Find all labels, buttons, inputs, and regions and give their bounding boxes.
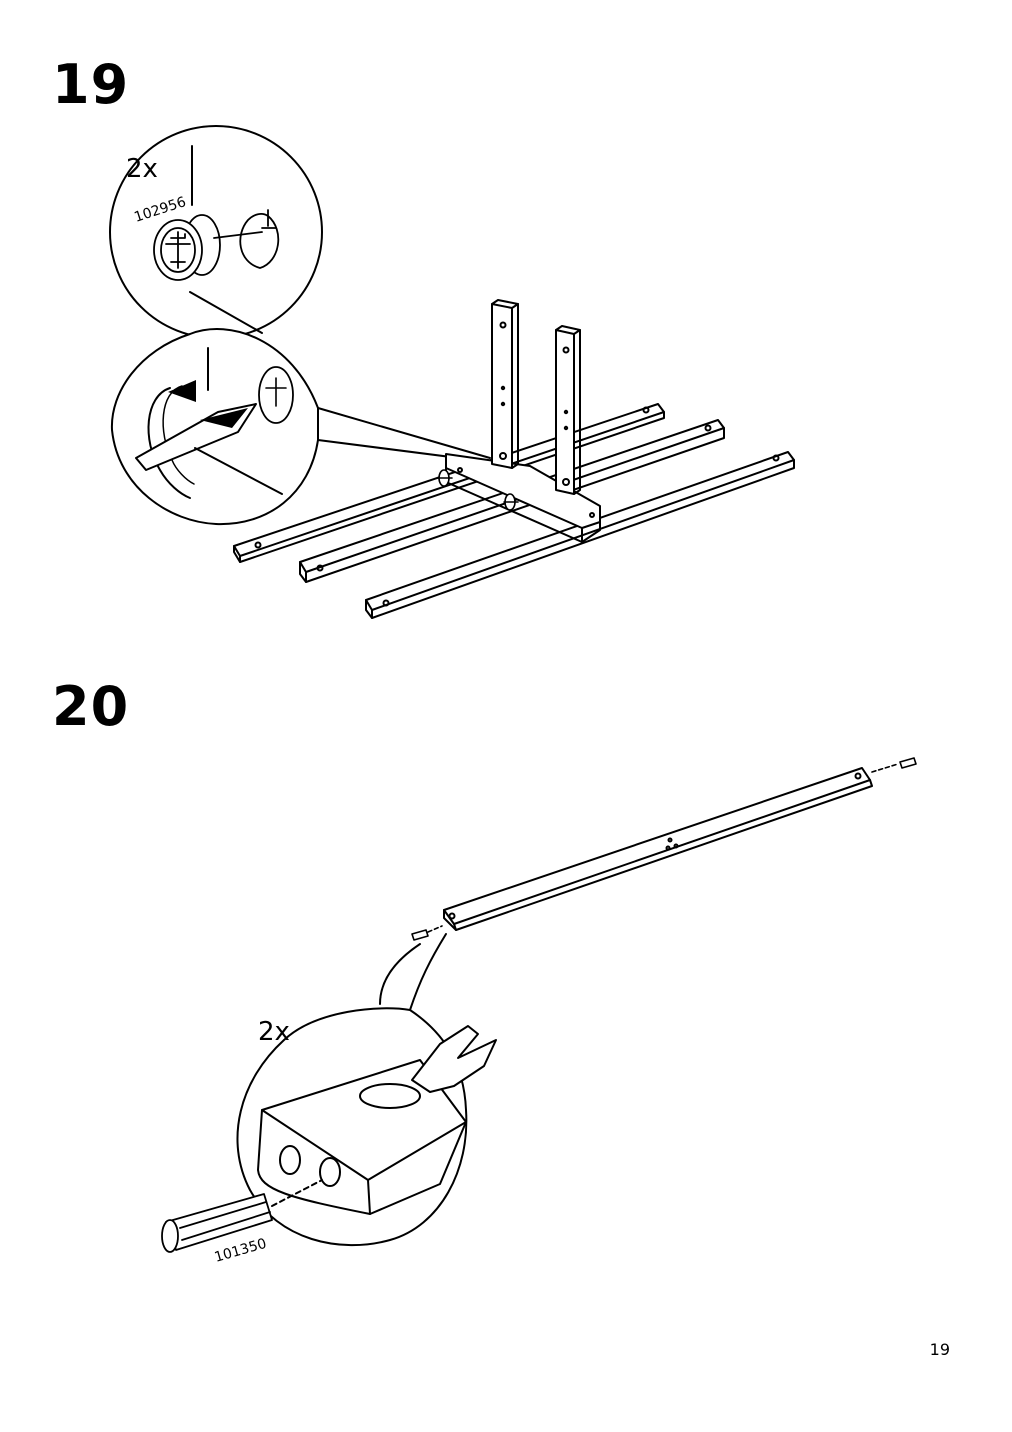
cam-hole-icon <box>213 209 280 269</box>
step-19-number: 19 <box>52 53 130 116</box>
dowel-detail-icon <box>161 1193 273 1253</box>
single-rail <box>443 767 873 931</box>
dowel-icons <box>411 757 917 941</box>
finger-icon <box>411 1025 497 1093</box>
frame-cam-fittings <box>437 469 519 511</box>
step-19-illustration: 2x 102956 <box>109 125 795 619</box>
step-20-part-number: 101350 <box>213 1236 269 1266</box>
screwdriver-icon <box>135 403 257 471</box>
vertical-posts <box>491 299 581 495</box>
page-number: 19 <box>929 1340 950 1359</box>
step-20-quantity: 2x <box>258 1017 290 1047</box>
cam-lock-icon <box>153 214 221 281</box>
step-20-illustration: 2x 101350 <box>161 757 917 1266</box>
dowel-detail-circle: 2x 101350 <box>161 933 497 1266</box>
tighten-detail-circle <box>110 328 491 526</box>
step-20-number: 20 <box>52 675 130 738</box>
step-19-quantity: 2x <box>126 154 158 184</box>
cam-lock-detail-circle: 2x 102956 <box>109 125 323 339</box>
